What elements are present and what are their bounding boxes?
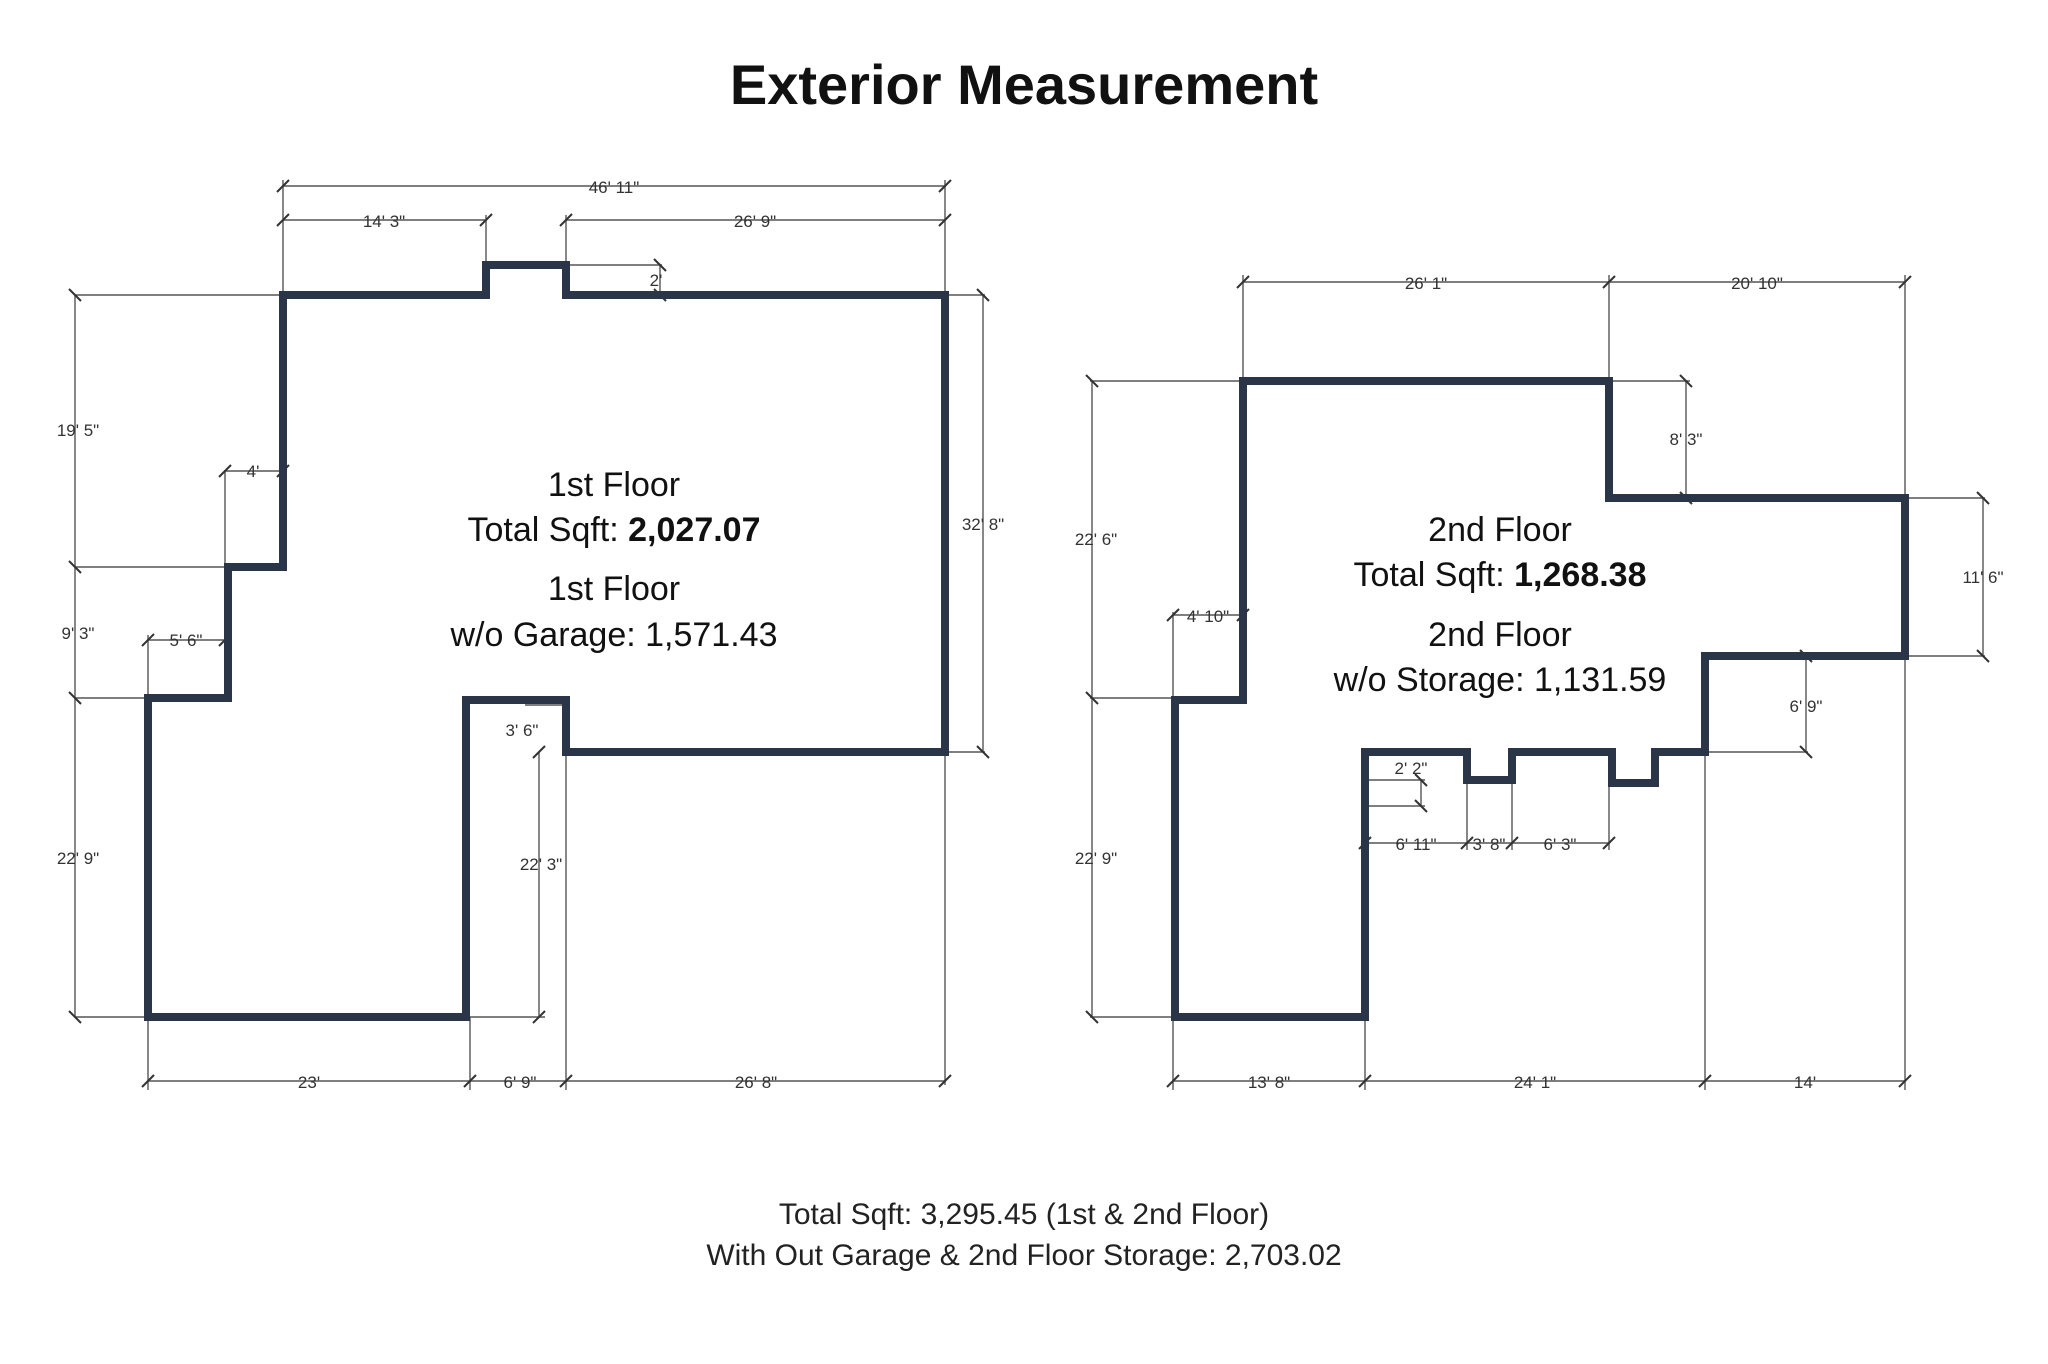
second-floor-outline xyxy=(1171,377,1909,1021)
dim-label: 19' 5" xyxy=(57,421,99,440)
dim-label: 22' 6" xyxy=(1075,530,1117,549)
first-floor-name: 1st Floor xyxy=(548,466,680,504)
footer-without-garage: With Out Garage & 2nd Floor Storage: 2,7… xyxy=(706,1239,1342,1272)
first-floor-total-value: 2,027.07 xyxy=(628,511,760,549)
dim-label: 26' 9" xyxy=(734,212,776,231)
dim-label: 32' 8" xyxy=(962,515,1004,534)
dim-label: 22' 9" xyxy=(1075,849,1117,868)
first-floor-total-label: Total Sqft: xyxy=(468,511,629,549)
second-floor-plan: 26' 1" 20' 10" 8' 3" 22' 6" 11' 6" 4' 10… xyxy=(1075,274,2004,1092)
dim-label: 6' 9" xyxy=(1790,697,1823,716)
first-floor-name-2: 1st Floor xyxy=(548,570,680,608)
second-floor-name-2: 2nd Floor xyxy=(1428,616,1572,654)
dim-label: 14' 3" xyxy=(363,212,405,231)
second-floor-total-label: Total Sqft: xyxy=(1354,556,1515,594)
dim-label: 24' 1" xyxy=(1514,1073,1556,1092)
dim-label: 11' 6" xyxy=(1962,568,2003,587)
dim-label: 8' 3" xyxy=(1670,430,1703,449)
dim-label: 3' 6" xyxy=(506,721,539,740)
first-floor-plan: 46' 11" 14' 3" 26' 9" 2' 19' 5" 4' 9' 3"… xyxy=(57,178,1004,1092)
dim-label: 5' 6" xyxy=(170,631,203,650)
dim-label: 3' 8" xyxy=(1473,835,1506,854)
second-floor-name: 2nd Floor xyxy=(1428,511,1572,549)
dim-label: 9' 3" xyxy=(62,624,95,643)
dim-label: 4' xyxy=(247,462,260,481)
dim-label: 22' 9" xyxy=(57,849,99,868)
dim-label: 2' xyxy=(650,271,663,290)
dim-label: 23' xyxy=(298,1073,320,1092)
page-title: Exterior Measurement xyxy=(729,53,1319,116)
second-floor-wo-storage: w/o Storage: 1,131.59 xyxy=(1333,661,1667,699)
second-floor-total-value: 1,268.38 xyxy=(1514,556,1646,594)
first-floor-outline xyxy=(144,261,949,1021)
first-floor-total: Total Sqft: 2,027.07 xyxy=(468,511,761,549)
dim-label: 6' 11" xyxy=(1395,835,1436,854)
dim-label: 6' 9" xyxy=(504,1073,537,1092)
footer-summary: Total Sqft: 3,295.45 (1st & 2nd Floor) W… xyxy=(0,1194,2048,1276)
dim-label: 22' 3" xyxy=(520,855,562,874)
dim-label: 20' 10" xyxy=(1731,274,1783,293)
second-floor-total: Total Sqft: 1,268.38 xyxy=(1354,556,1647,594)
footer-total: Total Sqft: 3,295.45 (1st & 2nd Floor) xyxy=(778,1198,1270,1231)
dim-label: 14' xyxy=(1794,1073,1816,1092)
dim-label: 26' 8" xyxy=(735,1073,777,1092)
dim-label: 6' 3" xyxy=(1544,835,1577,854)
dim-label: 13' 8" xyxy=(1248,1073,1290,1092)
dim-label: 46' 11" xyxy=(589,178,640,197)
first-floor-wo-garage: w/o Garage: 1,571.43 xyxy=(449,616,777,654)
dim-label: 4' 10" xyxy=(1187,607,1229,626)
dim-label: 2' 2" xyxy=(1395,759,1428,778)
dim-label: 26' 1" xyxy=(1405,274,1447,293)
